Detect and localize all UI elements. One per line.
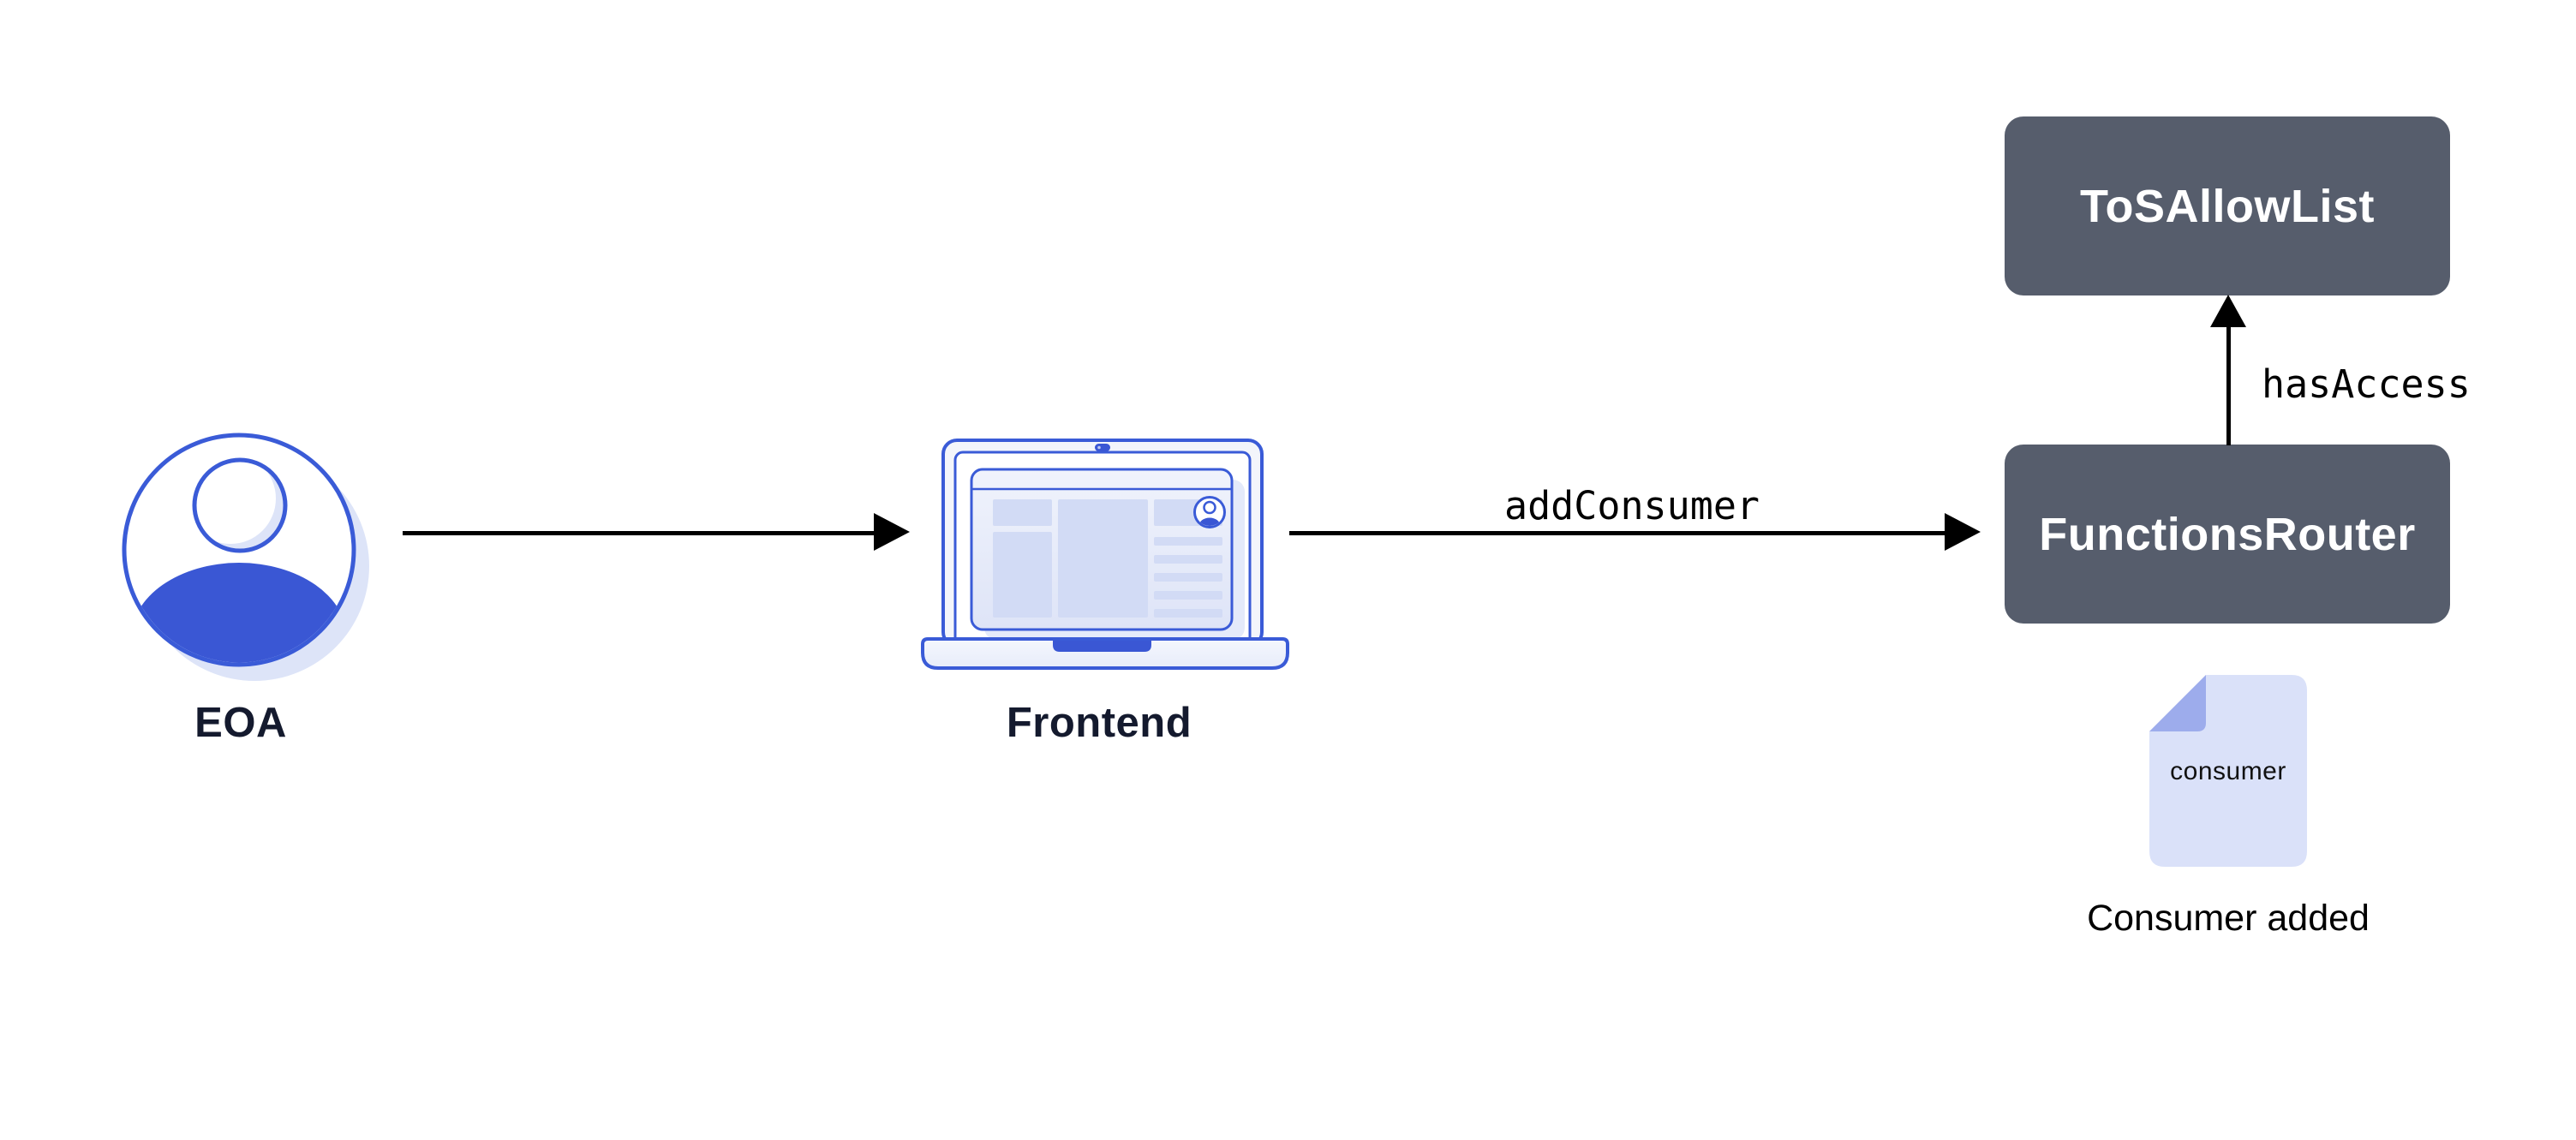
- arrow-frontend-to-router: [1289, 531, 1946, 535]
- avatar-body: [131, 563, 347, 663]
- arrowhead-right-icon: [874, 513, 910, 551]
- addconsumer-edge-label: addConsumer: [1503, 483, 1760, 528]
- laptop-base: [921, 637, 1289, 670]
- document-label: consumer: [2170, 757, 2286, 785]
- person-avatar-icon: [122, 433, 369, 681]
- document-fold: [2149, 675, 2206, 731]
- browser-content-placeholders: [993, 499, 1222, 618]
- functions-router-label: FunctionsRouter: [2039, 508, 2416, 560]
- functions-router-box: FunctionsRouter: [2005, 445, 2450, 624]
- tos-allow-list-label: ToSAllowList: [2080, 180, 2375, 232]
- laptop-icon: [921, 439, 1289, 670]
- eoa-node-label: EOA: [194, 700, 287, 746]
- arrowhead-right-icon: [1945, 513, 1981, 551]
- arrow-eoa-to-frontend: [403, 531, 876, 535]
- tos-allow-list-box: ToSAllowList: [2005, 116, 2450, 295]
- frontend-node-label: Frontend: [1006, 700, 1192, 746]
- consumer-document: consumer: [2149, 675, 2307, 867]
- laptop-camera: [1095, 444, 1110, 451]
- arrow-router-to-tos: [2226, 325, 2231, 445]
- consumer-added-caption: Consumer added: [2087, 898, 2370, 939]
- laptop-base-notch: [1053, 641, 1151, 652]
- arrowhead-up-icon: [2210, 295, 2246, 327]
- hasaccess-edge-label: hasAccess: [2262, 361, 2471, 407]
- document-icon: [2149, 675, 2307, 867]
